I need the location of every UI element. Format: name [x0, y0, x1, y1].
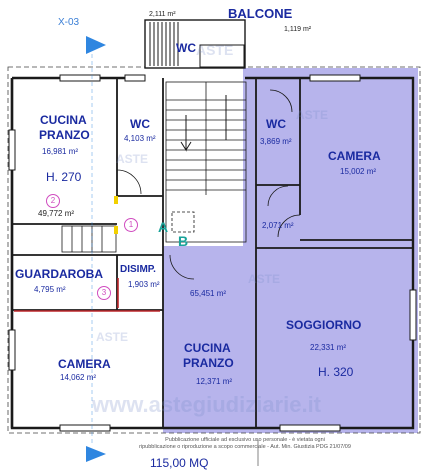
camera-right-label: CAMERA: [328, 149, 381, 163]
door-swings: [116, 89, 301, 280]
disimp-label: DISIMP.: [120, 264, 156, 275]
wc-left-label: WC: [130, 117, 150, 131]
cucina-center-area: 12,371 m²: [196, 377, 233, 386]
disimp-area: 1,903 m²: [128, 280, 160, 289]
windows: [8, 74, 417, 432]
cucina-left-title-1: CUCINA: [40, 113, 87, 127]
marker-b: B: [178, 233, 189, 249]
guardaroba-area: 4,795 m²: [34, 285, 66, 294]
marker-circle-2: 2: [46, 194, 60, 208]
marker-box: [171, 211, 195, 233]
cucina-center-title-1: CUCINA: [184, 341, 231, 355]
camera-right-area: 15,002 m²: [340, 167, 377, 176]
cucina-left-title-2: PRANZO: [39, 128, 90, 142]
balcone-area-right: 1,119 m²: [284, 26, 312, 33]
cucina-left-height: H. 270: [46, 170, 82, 184]
stair-landing: [61, 225, 117, 253]
soggiorno-label: SOGGIORNO: [286, 318, 362, 332]
disclaimer-text: Pubblicazione ufficiale ad esclusivo uso…: [120, 437, 370, 452]
watermark-aste-3: ASTE: [116, 152, 149, 166]
disclaimer-line-1: Pubblicazione ufficiale ad esclusivo uso…: [165, 437, 325, 443]
hall-right-area: 2,071 m²: [262, 221, 294, 230]
watermark-aste-5: ASTE: [96, 330, 129, 344]
guardaroba-label: GUARDAROBA: [15, 267, 103, 281]
section-arrows: [86, 36, 106, 462]
watermark-aste-2: ASTE: [296, 108, 329, 122]
balcony: [144, 19, 246, 69]
landing-area: 49,772 m²: [38, 209, 75, 218]
red-lines: [14, 278, 160, 312]
disclaimer-line-2: ripubblicazione o riproduzione a scopo c…: [139, 444, 351, 451]
section-marker-label: X-03: [58, 17, 80, 28]
balcone-label: BALCONE: [228, 6, 293, 21]
cucina-center-title-2: PRANZO: [183, 356, 234, 370]
center-area: 65,451 m²: [190, 289, 227, 298]
highlighted-unit: [163, 68, 418, 433]
wc-right-area: 3,869 m²: [260, 137, 292, 146]
yellow-marks: [114, 196, 118, 234]
staircase: [165, 81, 247, 243]
wc-balcony-label: WC: [176, 41, 196, 55]
marker-circle-3: 3: [97, 286, 111, 300]
watermark-aste-4: ASTE: [248, 272, 281, 286]
camera-left-label: CAMERA: [58, 357, 111, 371]
watermark-site: www.astegiudiziarie.it: [92, 392, 322, 417]
soggiorno-area: 22,331 m²: [310, 343, 347, 352]
marker-a: A: [158, 219, 169, 235]
property-boundary: [7, 66, 421, 434]
watermark-aste: ASTE: [196, 42, 234, 58]
marker-circle-1: 1: [124, 218, 138, 232]
balcone-area-left: 2,111 m²: [149, 11, 176, 18]
wc-right-label: WC: [266, 117, 286, 131]
soggiorno-height: H. 320: [318, 365, 354, 379]
cucina-left-area: 16,981 m²: [42, 147, 79, 156]
total-area: 115,00 MQ: [150, 456, 209, 470]
wc-left-area: 4,103 m²: [124, 134, 156, 143]
camera-left-area: 14,062 m²: [60, 373, 97, 382]
interior-walls: [12, 78, 413, 428]
